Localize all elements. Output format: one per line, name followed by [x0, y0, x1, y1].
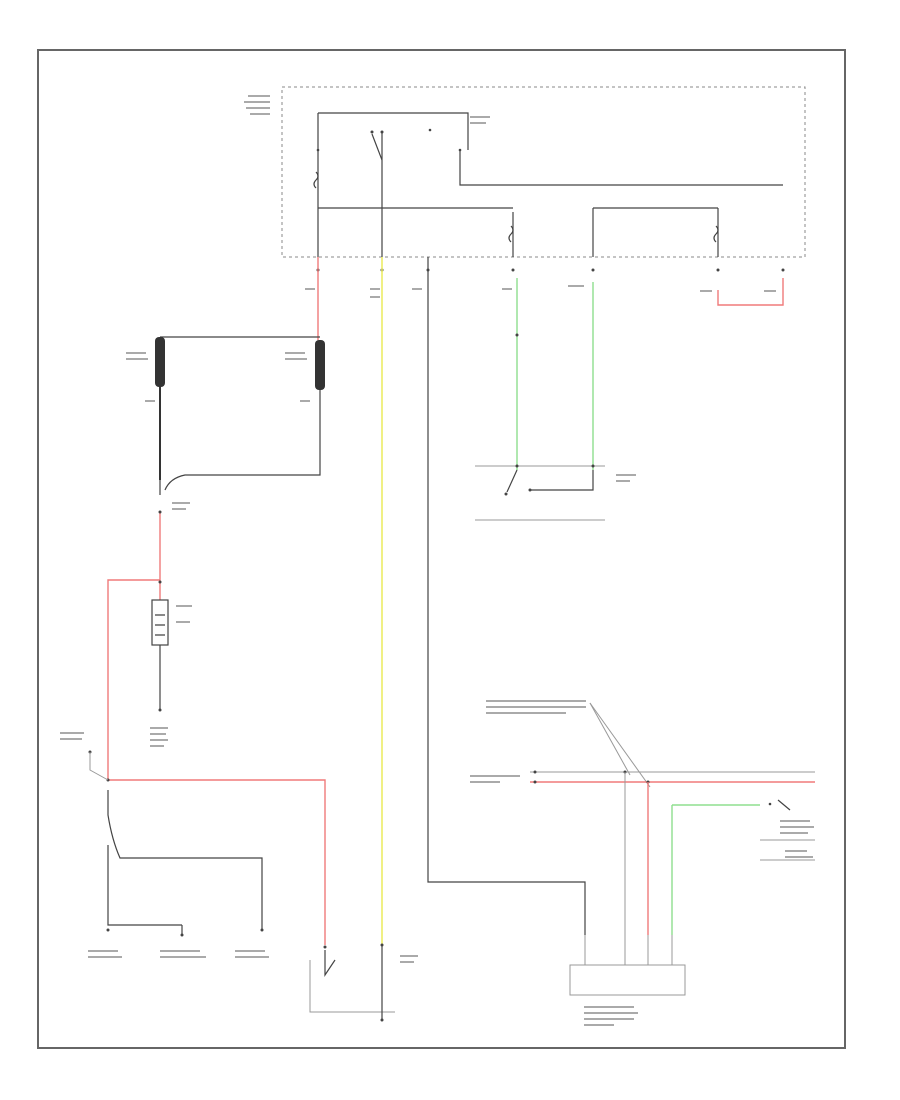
fuse-relay-box [281, 86, 806, 258]
fusible-link-left [155, 337, 165, 387]
fuse-symbol [713, 225, 719, 243]
black-wire-to-ecm [427, 257, 586, 935]
fuse-symbol [313, 171, 319, 189]
starter-solenoid-switch [309, 943, 395, 1022]
fusible-link-right [315, 340, 325, 390]
transmission-range-connector [530, 702, 815, 935]
relay-coil-block [151, 599, 169, 712]
label-marks [60, 95, 814, 1026]
ecm-module [569, 935, 686, 996]
top-box-connector-pins [316, 268, 785, 272]
red-wire-return-loop [717, 278, 784, 306]
red-wire-to-starter-relay [108, 779, 326, 945]
relay-switch-contact [371, 133, 383, 161]
fuse-symbol [508, 225, 514, 243]
red-wire-branch [107, 579, 160, 780]
ground-branches [106, 790, 264, 937]
neutral-safety-switch [475, 464, 605, 521]
fusible-links [155, 336, 325, 495]
diagram-frame [37, 49, 846, 1049]
